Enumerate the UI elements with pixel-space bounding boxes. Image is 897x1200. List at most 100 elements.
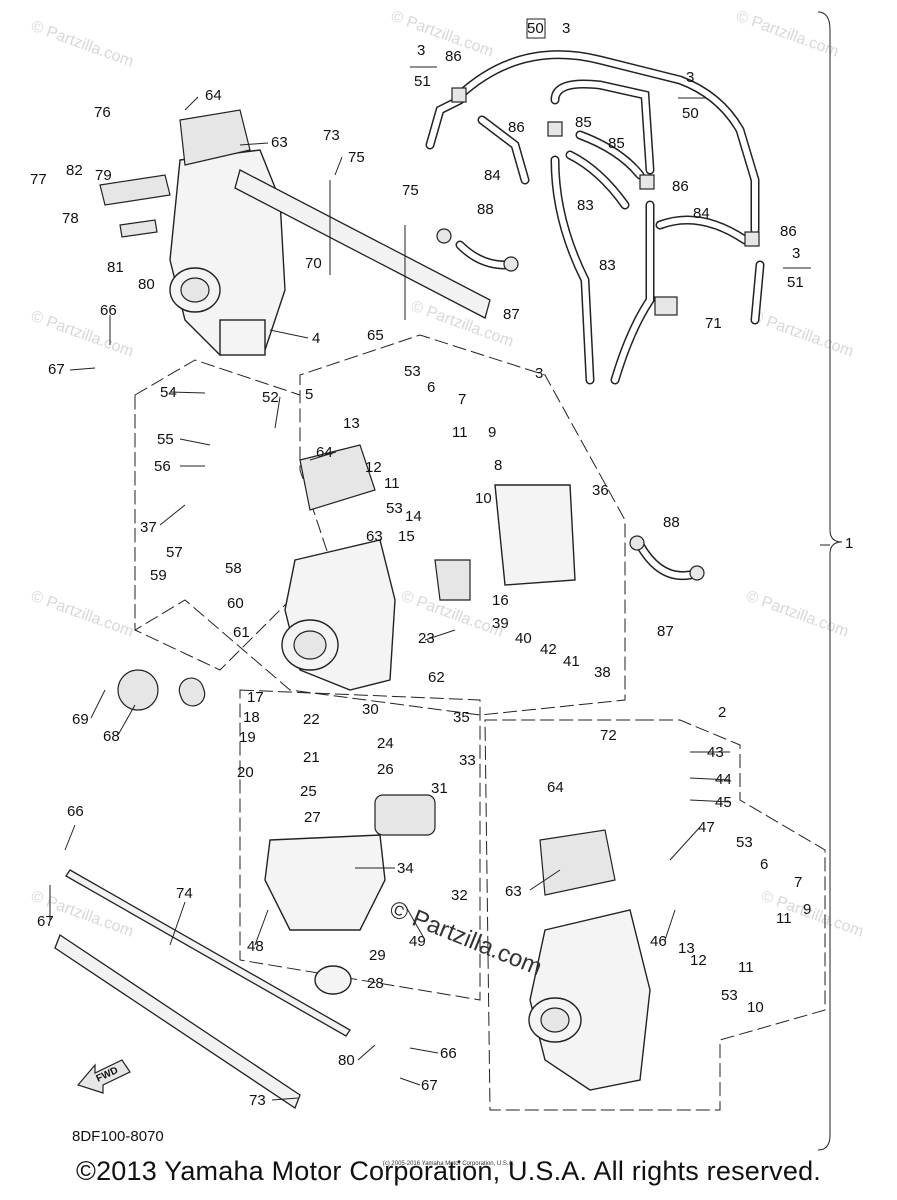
callout-8: 8: [494, 457, 502, 474]
callout-31: 31: [431, 780, 448, 797]
watermark-text: © Partzilla.com: [29, 588, 136, 641]
callout-49: 49: [409, 933, 426, 950]
callout-80: 80: [338, 1052, 355, 1069]
callout-72: 72: [600, 727, 617, 744]
callout-6: 6: [760, 856, 768, 873]
small-copyright: (c) 2005-2016 Yamaha Motor Corporation, …: [382, 1161, 515, 1167]
callout-11: 11: [776, 910, 792, 927]
hose-clip: [639, 174, 655, 190]
callout-42: 42: [540, 641, 557, 658]
callout-33: 33: [459, 752, 476, 769]
callout-11: 11: [738, 959, 754, 976]
callout-48: 48: [247, 938, 264, 955]
callout-63: 63: [505, 883, 522, 900]
watermark-text: © Partzilla.com: [29, 18, 136, 71]
callout-62: 62: [428, 669, 445, 686]
callout-88: 88: [663, 514, 680, 531]
carburetor-bottom-right: [528, 829, 651, 1091]
callout-86: 86: [508, 119, 525, 136]
hose-clip: [547, 121, 563, 137]
callout-3: 3: [535, 365, 543, 382]
callout-3: 3: [792, 245, 800, 262]
callout-56: 56: [154, 458, 171, 475]
callout-53: 53: [404, 363, 421, 380]
callout-60: 60: [227, 595, 244, 612]
callout-11: 11: [452, 424, 468, 441]
callout-39: 39: [492, 615, 509, 632]
callout-4: 4: [312, 330, 320, 347]
callout-3: 3: [562, 20, 570, 37]
watermark-text: © Partzilla.com: [744, 588, 851, 641]
callout-20: 20: [237, 764, 254, 781]
watermark-text: © Partzilla.com: [734, 8, 841, 61]
callout-35: 35: [453, 709, 470, 726]
callout-24: 24: [377, 735, 394, 752]
callout-77: 77: [30, 171, 47, 188]
callout-25: 25: [300, 783, 317, 800]
leader-lines: [49, 96, 830, 1101]
callout-50: 50: [682, 105, 699, 122]
callout-53: 53: [736, 834, 753, 851]
callout-76: 76: [94, 104, 111, 121]
vent-hoses: [425, 50, 765, 581]
watermark-text: © Partzilla.com: [759, 888, 866, 941]
callout-13: 13: [678, 940, 695, 957]
callout-85: 85: [575, 114, 592, 131]
watermark-text: © Partzilla.com: [389, 8, 496, 61]
callout-28: 28: [367, 975, 384, 992]
callout-63: 63: [271, 134, 288, 151]
callout-2: 2: [718, 704, 726, 721]
callout-84: 84: [693, 205, 710, 222]
callout-3: 3: [686, 69, 694, 86]
outline-float-bowl-group: [239, 689, 481, 1001]
callout-labels: 1 2 3 3 3 3 3 50 51 50 51 4 5 6 6 7 7 8 …: [30, 18, 853, 1109]
watermark-text: © Partzilla.com: [29, 308, 136, 361]
callout-7: 7: [794, 874, 802, 891]
callout-13: 13: [343, 415, 360, 432]
callout-14: 14: [405, 508, 422, 525]
callout-9: 9: [803, 901, 811, 918]
callout-27: 27: [304, 809, 321, 826]
callout-87: 87: [503, 306, 520, 323]
callout-38: 38: [594, 664, 611, 681]
callout-85: 85: [608, 135, 625, 152]
callout-23: 23: [418, 630, 435, 647]
callout-65: 65: [367, 327, 384, 344]
callout-21: 21: [303, 749, 320, 766]
callout-51: 51: [414, 73, 431, 90]
hose-clamp: [503, 256, 519, 272]
callout-40: 40: [515, 630, 532, 647]
group-outlines: [134, 334, 826, 1111]
outline-throttle-group: [134, 395, 331, 671]
connecting-plate: [54, 934, 301, 1109]
hose-clip: [654, 296, 678, 316]
callout-79: 79: [95, 167, 112, 184]
watermark-text: © Partzilla.com: [749, 308, 856, 361]
carburetor-middle: [117, 444, 576, 995]
callout-64: 64: [316, 444, 333, 461]
callout-68: 68: [103, 728, 120, 745]
callout-66: 66: [100, 302, 117, 319]
callout-19: 19: [239, 729, 256, 746]
callout-63: 63: [366, 528, 383, 545]
callout-34: 34: [397, 860, 414, 877]
callout-59: 59: [150, 567, 167, 584]
throttle-shaft-bar: [234, 169, 491, 319]
assembly-bracket: [817, 11, 843, 1151]
callout-32: 32: [451, 887, 468, 904]
callout-86: 86: [780, 223, 797, 240]
callout-52: 52: [262, 389, 279, 406]
callout-10: 10: [475, 490, 492, 507]
callout-83: 83: [577, 197, 594, 214]
callout-12: 12: [365, 459, 382, 476]
callout-67: 67: [37, 913, 54, 930]
pivot-shaft: [65, 869, 351, 1037]
hose-clamp: [436, 228, 452, 244]
callout-46: 46: [650, 933, 667, 950]
callout-87: 87: [657, 623, 674, 640]
callout-22: 22: [303, 711, 320, 728]
callout-71: 71: [705, 315, 722, 332]
callout-12: 12: [690, 952, 707, 969]
callout-70: 70: [305, 255, 322, 272]
callout-58: 58: [225, 560, 242, 577]
